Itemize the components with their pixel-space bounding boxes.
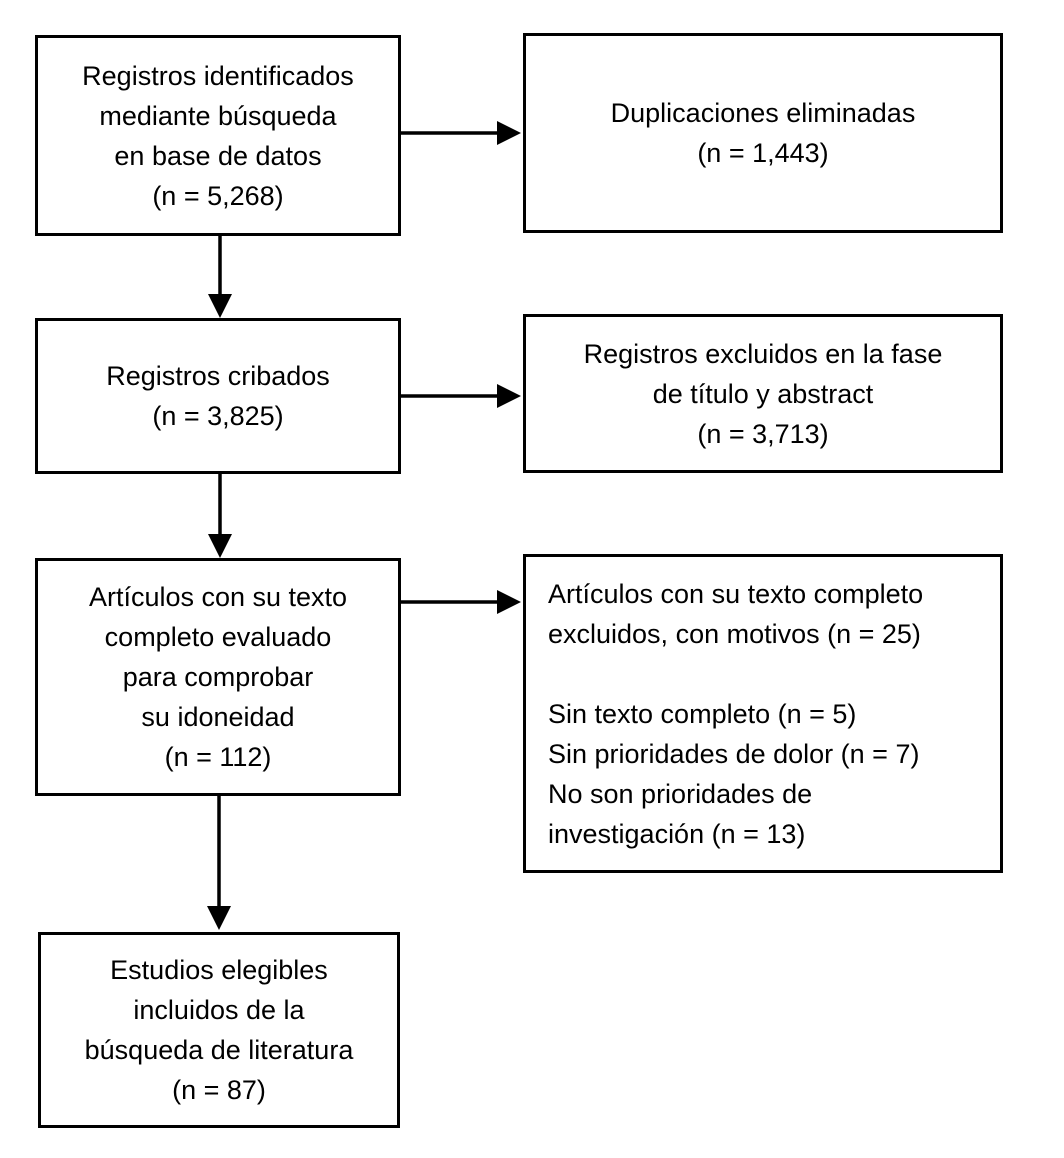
- arrow-screened-to-fulltext: [208, 473, 232, 558]
- arrow-identified-to-duplicates: [401, 121, 521, 145]
- box-records-excluded-title-abstract: Registros excluidos en la fase de título…: [523, 314, 1003, 473]
- box-records-excluded-title-abstract-text: Registros excluidos en la fase de título…: [583, 338, 943, 449]
- box-records-identified: Registros identificados mediante búsqued…: [35, 35, 401, 236]
- box-fulltext-assessed: Artículos con su texto completo evaluado…: [35, 558, 401, 796]
- arrow-screened-to-excluded: [401, 384, 521, 408]
- arrow-fulltext-to-excluded: [401, 590, 521, 614]
- box-fulltext-excluded: Artículos con su texto completo excluido…: [523, 554, 1003, 873]
- box-fulltext-excluded-text: Artículos con su texto completo excluido…: [548, 578, 924, 849]
- box-records-identified-text: Registros identificados mediante búsqued…: [82, 60, 354, 211]
- box-records-screened: Registros cribados (n = 3,825): [35, 318, 401, 474]
- box-duplicates-removed-text: Duplicaciones eliminadas (n = 1,443): [610, 98, 916, 168]
- arrow-identified-to-screened: [208, 236, 232, 318]
- box-studies-included: Estudios elegibles incluidos de la búsqu…: [38, 932, 400, 1128]
- box-fulltext-assessed-text: Artículos con su texto completo evaluado…: [88, 582, 348, 772]
- arrow-fulltext-to-included: [207, 795, 231, 930]
- box-records-screened-text: Registros cribados (n = 3,825): [106, 361, 330, 431]
- box-studies-included-text: Estudios elegibles incluidos de la búsqu…: [84, 955, 354, 1105]
- box-duplicates-removed: Duplicaciones eliminadas (n = 1,443): [523, 33, 1003, 233]
